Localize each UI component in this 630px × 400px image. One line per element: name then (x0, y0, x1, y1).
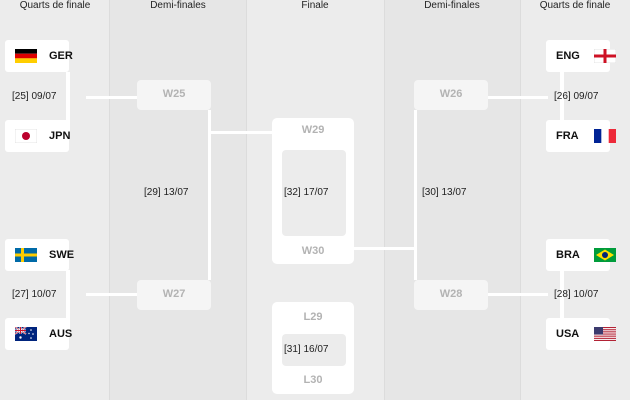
slot-w28[interactable] (414, 280, 488, 310)
slot-w26[interactable] (414, 80, 488, 110)
team-jpn[interactable]: JPN (5, 120, 71, 152)
match-label-31[interactable]: [31] 16/07 (284, 344, 329, 355)
slot-l30[interactable]: L30 (303, 374, 323, 386)
slot-label: W25 (162, 88, 186, 100)
slot-label: W26 (439, 88, 463, 100)
divider (520, 0, 521, 400)
team-ger[interactable]: GER (5, 40, 73, 72)
match-label-30[interactable]: [30] 13/07 (422, 187, 467, 198)
slot-label: W28 (439, 288, 463, 300)
column-semi-left (110, 0, 246, 400)
connector-line (66, 72, 70, 132)
header-semi-left: Demi-finales (150, 0, 206, 11)
connector-line (488, 96, 548, 99)
header-final: Finale (301, 0, 329, 11)
team-eng[interactable]: ENG (546, 40, 616, 72)
final-match-inner (282, 150, 346, 236)
divider (384, 0, 385, 400)
connector-line (414, 110, 417, 280)
germany-flag-icon (15, 49, 37, 63)
match-label-25[interactable]: [25] 09/07 (12, 91, 57, 102)
team-swe[interactable]: SWE (5, 239, 74, 271)
match-label-27[interactable]: [27] 10/07 (12, 289, 57, 300)
column-semi-right (384, 0, 520, 400)
match-label-28[interactable]: [28] 10/07 (554, 289, 599, 300)
team-code: USA (556, 328, 580, 340)
match-label-29[interactable]: [29] 13/07 (144, 187, 189, 198)
australia-flag-icon (15, 327, 37, 341)
france-flag-icon (594, 129, 616, 143)
slot-w27[interactable] (137, 280, 211, 310)
japan-flag-icon (15, 129, 37, 143)
team-usa[interactable]: USA (546, 318, 616, 350)
team-bra[interactable]: BRA (546, 239, 616, 271)
brazil-flag-icon (594, 248, 616, 262)
team-fra[interactable]: FRA (546, 120, 616, 152)
team-code: AUS (49, 328, 73, 340)
team-code: JPN (49, 130, 71, 142)
sweden-flag-icon (15, 248, 37, 262)
team-code: ENG (556, 50, 580, 62)
third-place-inner (282, 334, 346, 366)
england-flag-icon (594, 49, 616, 63)
divider (109, 0, 110, 400)
usa-flag-icon (594, 327, 616, 341)
slot-label: W27 (162, 288, 186, 300)
team-code: GER (49, 50, 73, 62)
team-aus[interactable]: AUS (5, 318, 73, 350)
connector-line (86, 96, 138, 99)
connector-line (560, 270, 564, 330)
slot-l29[interactable]: L29 (303, 311, 323, 323)
connector-line (86, 293, 138, 296)
team-code: SWE (49, 249, 75, 261)
connector-line (354, 247, 416, 250)
match-label-32[interactable]: [32] 17/07 (284, 187, 329, 198)
connector-line (208, 110, 211, 280)
slot-w30[interactable]: W30 (301, 245, 325, 257)
connector-line (560, 72, 564, 132)
header-quarter-right: Quarts de finale (539, 0, 611, 11)
header-semi-right: Demi-finales (424, 0, 480, 11)
connector-line (211, 131, 273, 134)
header-quarter-left: Quarts de finale (19, 0, 91, 11)
match-label-26[interactable]: [26] 09/07 (554, 91, 599, 102)
slot-w29[interactable]: W29 (301, 124, 325, 136)
connector-line (66, 270, 70, 330)
team-code: BRA (556, 249, 580, 261)
team-code: FRA (556, 130, 579, 142)
connector-line (488, 293, 548, 296)
divider (246, 0, 247, 400)
slot-w25[interactable] (137, 80, 211, 110)
